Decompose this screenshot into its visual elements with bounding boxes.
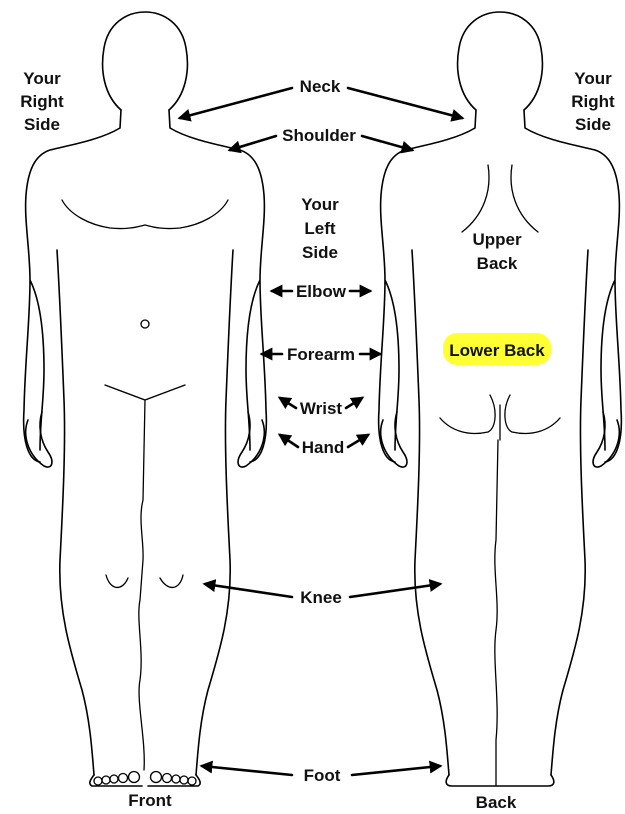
labels: Neck Shoulder Your Right Side Your Right… <box>20 69 615 812</box>
foot-arrow-front <box>202 766 292 775</box>
label-your-left-side-1: Your <box>301 195 339 214</box>
label-your-right-side-back-2: Right <box>571 92 615 111</box>
front-hand-left <box>26 412 52 467</box>
back-shoulder-blades <box>462 165 538 232</box>
back-body-right <box>524 110 621 775</box>
neck-arrow-front <box>180 88 292 118</box>
front-figure <box>24 12 267 786</box>
wrist-arrow-back <box>346 398 362 408</box>
front-feet <box>90 772 200 787</box>
back-legs-inner <box>495 440 498 786</box>
front-hand-right <box>238 412 264 467</box>
shoulder-arrow-front <box>230 136 276 150</box>
label-your-right-side-front-3: Side <box>24 115 60 134</box>
hand-arrow-front <box>280 435 298 447</box>
label-your-right-side-back-3: Side <box>575 115 611 134</box>
front-body-left <box>24 110 121 775</box>
label-neck: Neck <box>300 77 341 96</box>
front-knees <box>106 575 183 587</box>
front-chest <box>62 200 228 229</box>
back-buttocks <box>440 395 560 440</box>
label-your-left-side-2: Left <box>304 219 336 238</box>
label-your-right-side-back-1: Your <box>574 69 612 88</box>
label-wrist: Wrist <box>300 399 343 418</box>
foot-arrow-back <box>352 766 440 775</box>
label-shoulder: Shoulder <box>282 126 356 145</box>
front-legs-inner <box>105 385 185 770</box>
label-elbow: Elbow <box>296 282 347 301</box>
label-knee: Knee <box>300 588 342 607</box>
label-back: Back <box>476 793 517 812</box>
back-hand-right <box>593 412 619 467</box>
label-your-left-side-3: Side <box>302 243 338 262</box>
label-upper-back-2: Back <box>477 254 518 273</box>
knee-arrow-front <box>205 584 292 597</box>
wrist-arrow-front <box>280 398 296 408</box>
label-your-right-side-front-2: Right <box>20 92 64 111</box>
knee-arrow-back <box>350 584 440 597</box>
neck-arrow-back <box>348 88 462 118</box>
shoulder-arrow-back <box>362 136 412 150</box>
label-lower-back: Lower Back <box>449 341 545 360</box>
back-body-left <box>379 110 476 775</box>
back-head <box>458 12 543 110</box>
label-your-right-side-front-1: Your <box>23 69 61 88</box>
back-hand-left <box>381 412 407 467</box>
label-foot: Foot <box>304 766 341 785</box>
label-hand: Hand <box>302 438 345 457</box>
front-body-right <box>169 110 266 775</box>
back-feet <box>446 775 554 786</box>
label-forearm: Forearm <box>287 345 355 364</box>
label-upper-back-1: Upper <box>472 230 522 249</box>
hand-arrow-back <box>348 435 368 447</box>
front-head <box>103 12 188 110</box>
label-front: Front <box>128 791 172 810</box>
front-navel <box>141 320 149 328</box>
